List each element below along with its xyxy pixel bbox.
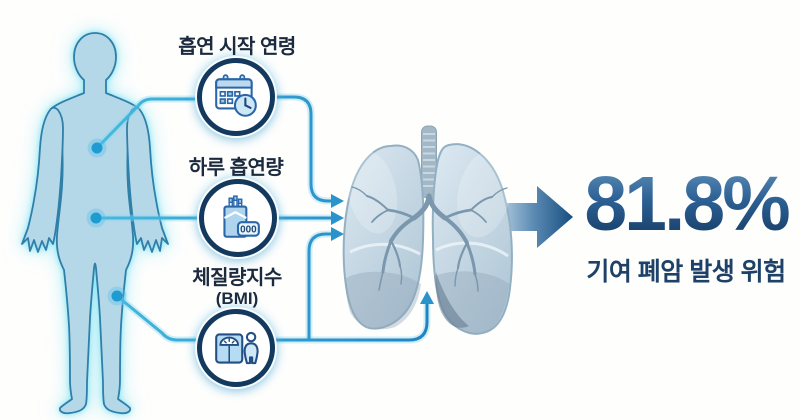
result-percentage: 81.8% [574, 166, 798, 243]
left-lung-fissure [349, 242, 421, 256]
label-text: 하루 흡연량 [188, 157, 284, 179]
arrowhead-into-lungs-top [331, 194, 344, 208]
factor-circle-daily-smoking-amount: 000 [199, 179, 277, 257]
chest-dot [91, 142, 103, 154]
left-lung-shading [345, 271, 421, 330]
label-text: 흡연 시작 연령 [178, 36, 296, 58]
line-age-to-lungs [270, 95, 333, 203]
label-text: 체질량지수 [192, 267, 282, 289]
cigarette-pack-icon: 000 [223, 195, 260, 238]
right-lung-lobe [431, 143, 513, 335]
calendar-clock-icon [215, 74, 257, 117]
arrowhead-into-lungs-bottom [420, 291, 434, 304]
line-chest-to-age [95, 97, 200, 150]
arrowhead-into-lungs-mid [331, 211, 344, 225]
factor-circle-body-mass-index [197, 309, 275, 387]
thigh-dot [111, 290, 123, 302]
right-lung-highlight [456, 150, 512, 238]
label-body-mass-index: 체질량지수 (BMI) [152, 268, 322, 308]
factor-circle-smoking-start-age [197, 58, 275, 136]
label-subtext: (BMI) [215, 289, 259, 308]
right-lung-dark-patch [435, 272, 469, 328]
result-caption: 기여 폐암 발생 위험 [586, 258, 786, 286]
bronchial-tree [351, 186, 508, 292]
result-block: 81.8% 기여 폐암 발생 위험 [574, 166, 798, 288]
label-daily-smoking-amount: 하루 흡연량 [151, 158, 321, 179]
line-bmi-under-lungs [269, 301, 429, 342]
line-thigh-to-bmi [115, 294, 202, 342]
cigarette-counter-text: 000 [240, 225, 257, 236]
arrowhead-into-lungs-low [331, 227, 344, 241]
abdomen-dot [90, 212, 102, 224]
left-lung-lobe [342, 144, 425, 330]
body-left-arm-shape [21, 106, 64, 253]
body-marker-dots [86, 138, 127, 306]
right-lung-fissure [435, 241, 509, 258]
line-bmi-up-to-lungs [307, 232, 333, 340]
big-result-arrow [498, 186, 573, 248]
label-smoking-start-age: 흡연 시작 연령 [152, 37, 322, 58]
body-scale-icon [215, 331, 259, 365]
